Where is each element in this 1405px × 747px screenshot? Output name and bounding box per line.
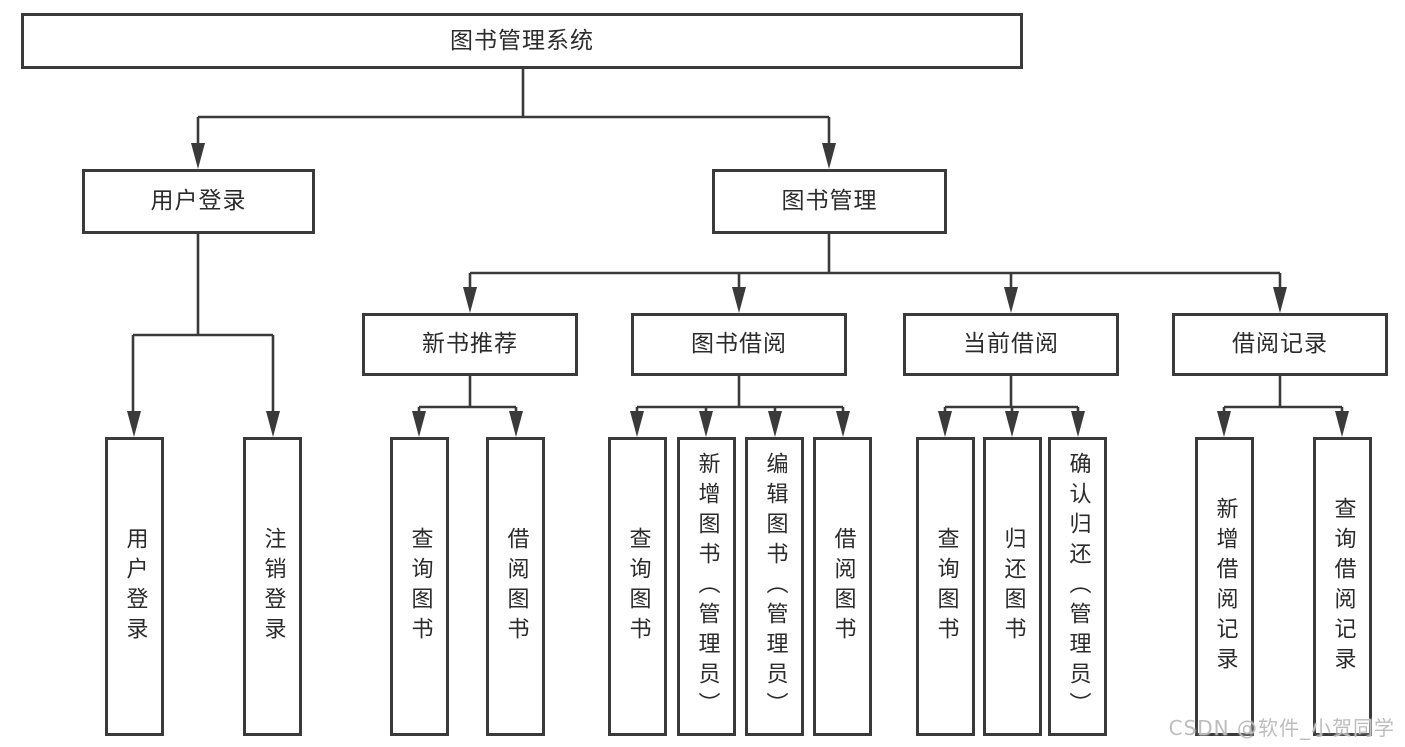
leaf-current-return-book: 归还图书 xyxy=(983,437,1042,736)
node-root-library-system: 图书管理系统 xyxy=(21,13,1023,69)
node-new-book-recommend: 新书推荐 xyxy=(362,313,578,376)
leaf-recommend-query-book: 查询图书 xyxy=(390,437,449,736)
leaf-borrow-query-book: 查询图书 xyxy=(608,437,667,736)
node-book-borrow: 图书借阅 xyxy=(631,313,847,376)
node-current-borrow: 当前借阅 xyxy=(903,313,1119,376)
leaf-user-login: 用户登录 xyxy=(105,437,164,736)
node-book-management: 图书管理 xyxy=(712,169,947,234)
leaf-borrow-add-book-admin: 新增图书（管理员） xyxy=(677,437,736,736)
node-user-login: 用户登录 xyxy=(82,169,315,234)
leaf-logout: 注销登录 xyxy=(243,437,302,736)
node-borrow-record: 借阅记录 xyxy=(1172,313,1388,376)
leaf-borrow-edit-book-admin: 编辑图书（管理员） xyxy=(745,437,804,736)
leaf-recommend-borrow-book: 借阅图书 xyxy=(486,437,545,736)
leaf-record-add: 新增借阅记录 xyxy=(1195,437,1254,736)
leaf-borrow-borrow-book: 借阅图书 xyxy=(813,437,872,736)
csdn-watermark: CSDN @软件_小贺同学 xyxy=(1168,716,1395,740)
leaf-current-query-book: 查询图书 xyxy=(916,437,975,736)
leaf-record-query: 查询借阅记录 xyxy=(1313,437,1372,736)
leaf-current-confirm-return-admin: 确认归还（管理员） xyxy=(1048,437,1107,736)
